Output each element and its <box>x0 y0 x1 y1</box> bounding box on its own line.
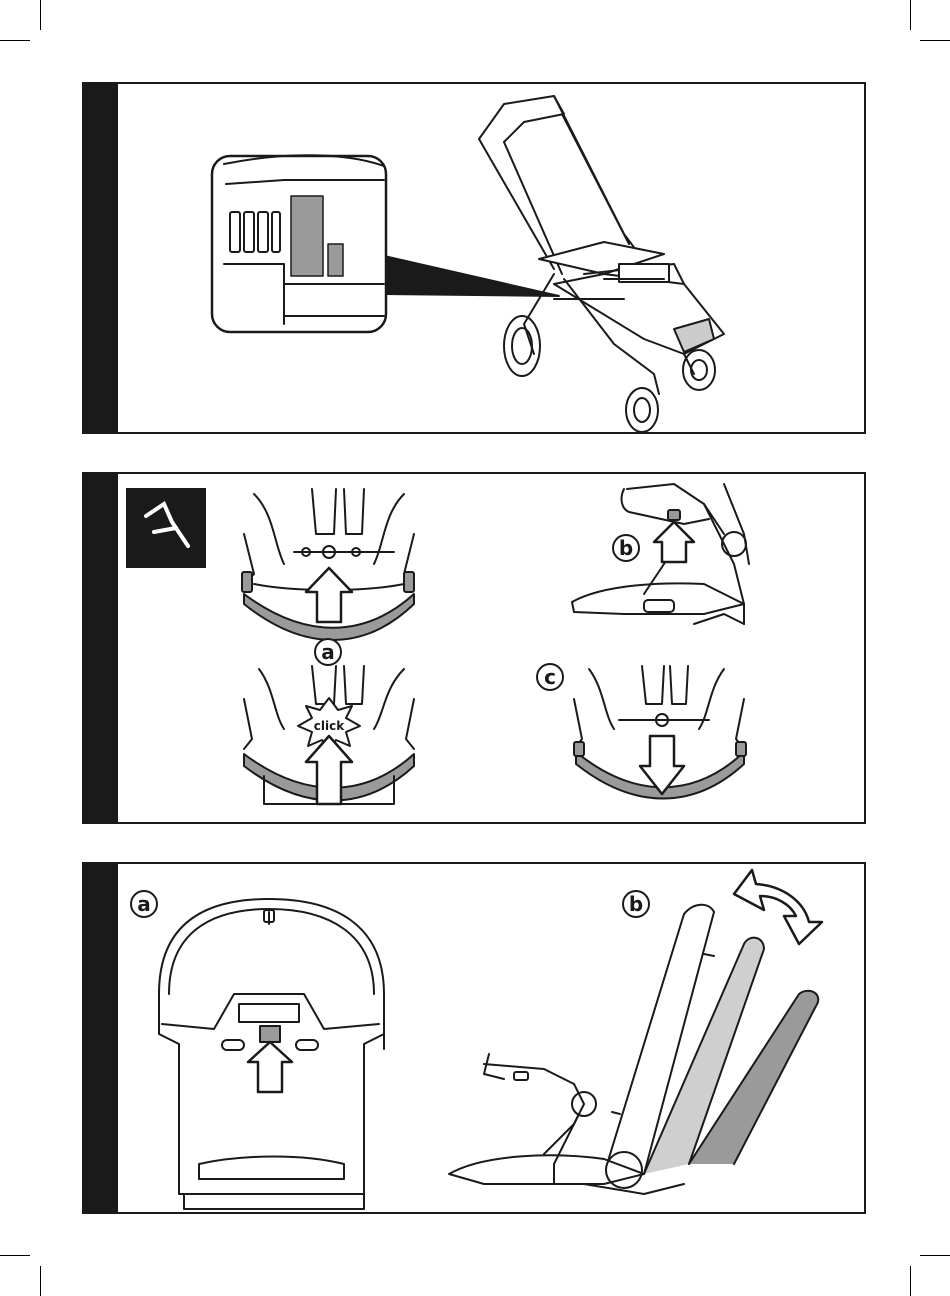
crop-mark <box>40 1266 41 1296</box>
crop-mark <box>920 40 950 41</box>
recline-illustration: a b <box>84 864 866 1214</box>
svg-text:a: a <box>321 640 335 664</box>
click-label: click <box>314 719 345 733</box>
svg-text:b: b <box>629 892 643 916</box>
step-panel-3: a b <box>82 862 866 1214</box>
crop-mark <box>920 1255 950 1256</box>
crop-mark <box>910 1266 911 1296</box>
crop-mark <box>0 40 30 41</box>
step-panel-2: b a c click <box>82 472 866 824</box>
stroller-illustration <box>84 84 866 434</box>
bumper-bar-illustration: b a c click <box>84 474 866 824</box>
rotate-arrow-icon <box>734 870 822 944</box>
svg-text:a: a <box>137 892 151 916</box>
label-a: a <box>315 639 341 665</box>
label-b: b <box>623 891 649 917</box>
crop-mark <box>40 0 41 30</box>
label-b: b <box>613 535 639 561</box>
label-c: c <box>537 664 563 690</box>
step-panel-1 <box>82 82 866 434</box>
svg-text:c: c <box>544 665 556 689</box>
label-a: a <box>131 891 157 917</box>
crop-mark <box>910 0 911 30</box>
seat-recline-icon <box>126 488 206 568</box>
crop-mark <box>0 1255 30 1256</box>
svg-text:b: b <box>619 536 633 560</box>
